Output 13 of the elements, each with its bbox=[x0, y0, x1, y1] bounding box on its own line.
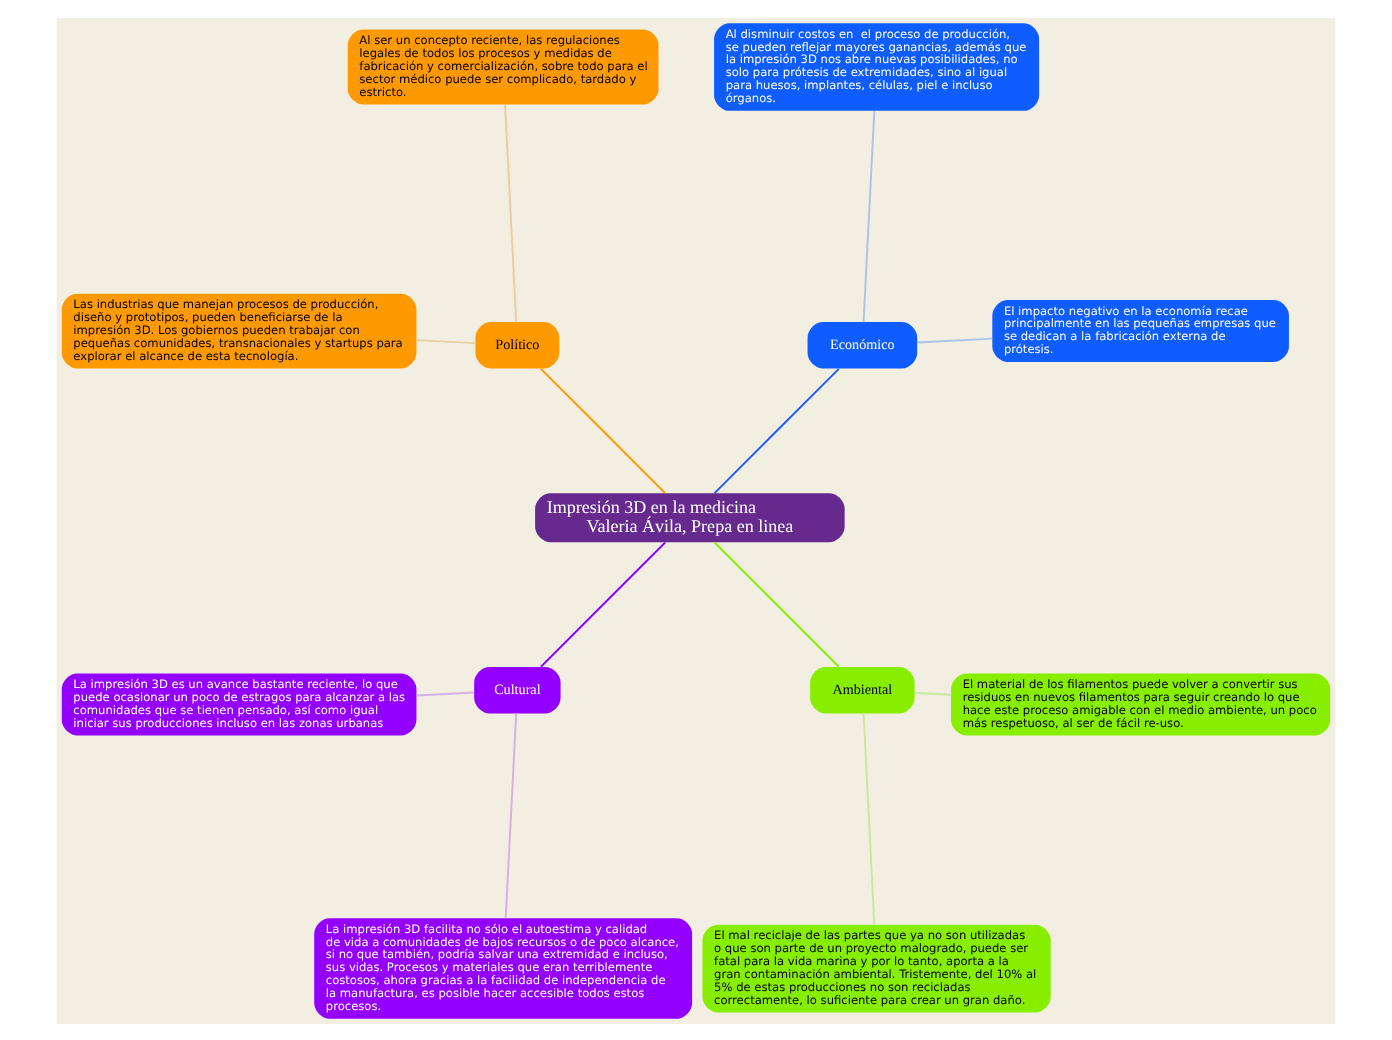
connector bbox=[539, 540, 667, 667]
connector bbox=[713, 540, 840, 667]
connector bbox=[913, 691, 952, 695]
node-box: Impresión 3D en la medicina Valeria Ávila, Prepa en linea bbox=[535, 492, 845, 542]
connector bbox=[539, 366, 667, 494]
connector bbox=[862, 711, 876, 925]
connector bbox=[415, 690, 475, 696]
connector bbox=[862, 109, 876, 322]
connector bbox=[415, 338, 477, 344]
connector bbox=[504, 102, 518, 322]
connector bbox=[916, 336, 994, 343]
connector bbox=[713, 366, 840, 494]
connector bbox=[504, 711, 518, 919]
